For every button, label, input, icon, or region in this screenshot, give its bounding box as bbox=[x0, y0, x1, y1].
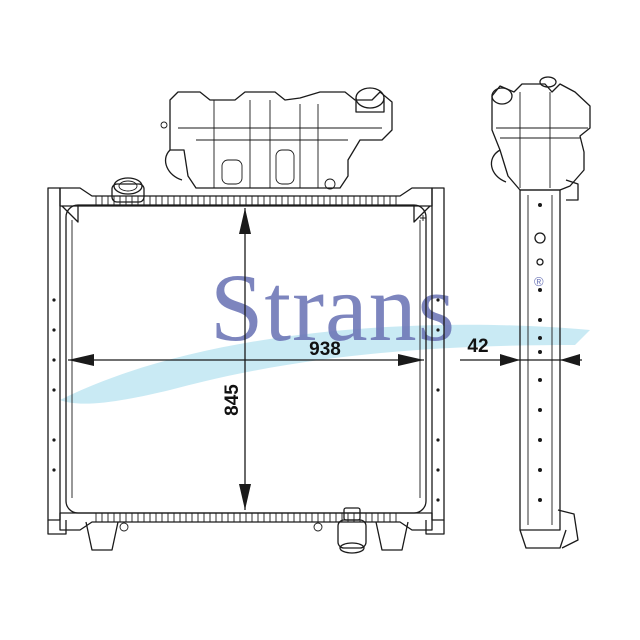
bottom-right-foot bbox=[375, 521, 409, 551]
strans-watermark: Strans ® bbox=[60, 254, 590, 404]
bottom-left-bracket bbox=[47, 520, 67, 535]
bottom-tank bbox=[59, 512, 433, 531]
center-cross-mark bbox=[420, 215, 426, 221]
right-frame-holes bbox=[436, 298, 440, 502]
side-column-round-port bbox=[534, 232, 546, 244]
dimension-lines: 938 845 42 bbox=[68, 208, 582, 510]
side-column-round-port-2 bbox=[536, 258, 544, 266]
side-bottom-fitting bbox=[519, 509, 579, 549]
watermark-logo-text: Strans bbox=[210, 254, 456, 361]
side-view bbox=[490, 76, 591, 549]
side-expansion-tank bbox=[491, 83, 591, 191]
height-arrow-top bbox=[239, 208, 251, 234]
depth-arrow-right bbox=[560, 354, 580, 366]
watermark-swoosh bbox=[60, 324, 590, 404]
top-left-bracket bbox=[61, 205, 79, 223]
expansion-tank bbox=[160, 87, 393, 190]
front-view bbox=[47, 87, 445, 554]
depth-dimension-label: 42 bbox=[467, 336, 488, 357]
bottom-outlet bbox=[337, 507, 367, 554]
side-tank-outlet bbox=[565, 179, 579, 201]
bottom-small-bosses bbox=[119, 522, 323, 532]
top-filler-neck bbox=[111, 177, 145, 203]
width-arrow-right bbox=[398, 354, 424, 366]
bottom-right-bracket bbox=[425, 520, 445, 535]
side-tank-hose bbox=[490, 149, 507, 183]
left-frame-holes bbox=[52, 298, 56, 472]
side-tank-cap-top bbox=[539, 76, 557, 88]
height-dimension-label: 845 bbox=[222, 384, 243, 416]
top-tank-ribs bbox=[95, 196, 397, 206]
top-right-bracket bbox=[413, 205, 431, 223]
top-tank bbox=[59, 187, 433, 207]
depth-arrow-left bbox=[500, 354, 520, 366]
watermark-registered-mark: ® bbox=[534, 274, 544, 289]
side-tank-cap bbox=[491, 87, 513, 105]
side-column-holes bbox=[538, 203, 542, 502]
bottom-left-foot bbox=[85, 521, 119, 551]
width-arrow-left bbox=[68, 354, 94, 366]
height-arrow-bottom bbox=[239, 484, 251, 510]
width-dimension-label: 938 bbox=[309, 339, 341, 360]
